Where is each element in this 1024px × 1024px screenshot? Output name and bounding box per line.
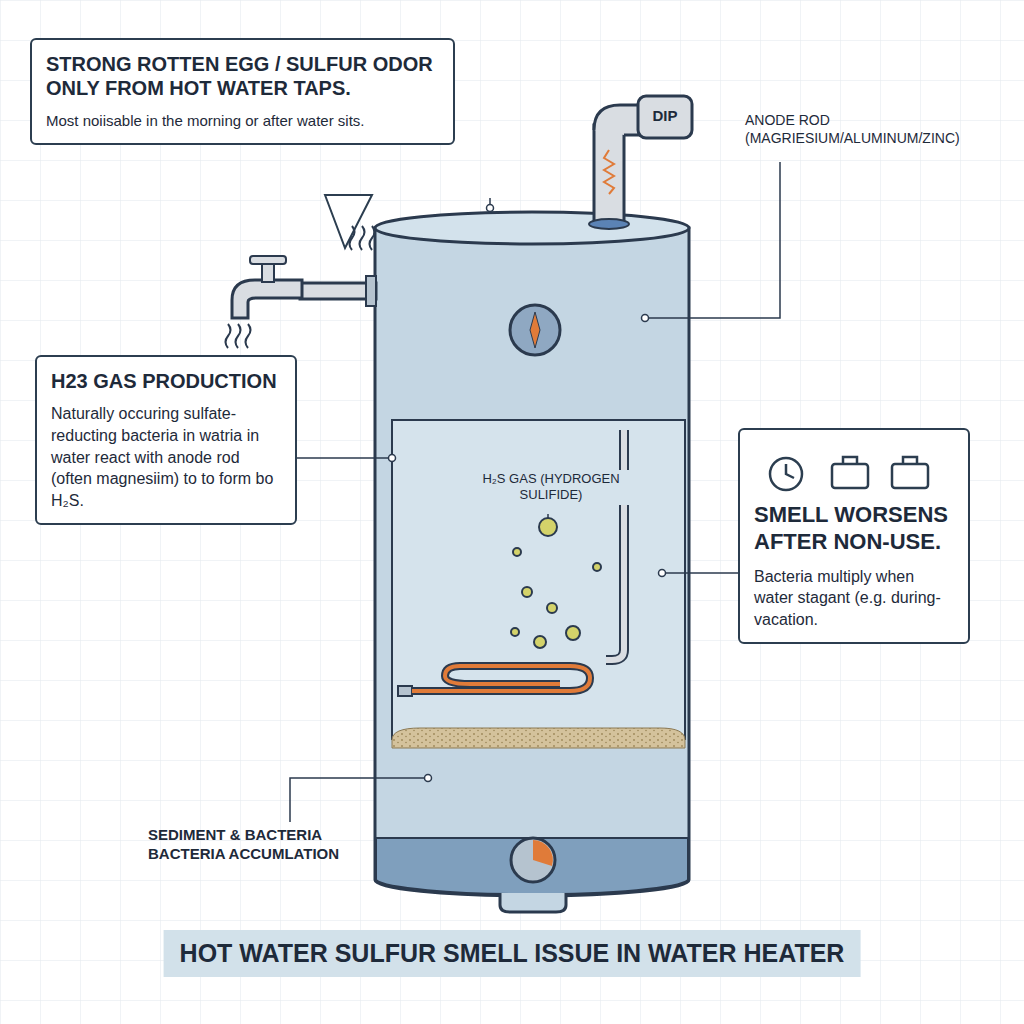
- tank-top: [375, 212, 689, 244]
- callout-box: SMELL WORSENS AFTER NON-USE. Bacteria mul…: [738, 428, 970, 644]
- pipe-elbow: [594, 105, 640, 135]
- inlet-pipe: [594, 125, 624, 223]
- steam-line: [236, 324, 241, 348]
- steam-line: [370, 226, 375, 250]
- gas-bubble: [522, 587, 532, 597]
- callout-box: H23 GAS PRODUCTION Naturally occuring sul…: [35, 355, 297, 525]
- steam-line: [226, 324, 231, 348]
- gas-bubble: [539, 518, 557, 536]
- leader-line: [547, 514, 549, 518]
- drain-valve-marker: [533, 840, 553, 866]
- part-label: ANODE ROD (MAGRIESIUM/ALUMINUM/ZINC): [745, 112, 1010, 147]
- gas-bubble: [534, 636, 546, 648]
- fitting-label: DIP: [640, 107, 690, 126]
- leader-line: [290, 778, 428, 822]
- drain-valve: [511, 838, 555, 882]
- leader-line: [297, 457, 392, 459]
- gauge-needle: [530, 312, 540, 348]
- gas-bubble: [566, 626, 580, 640]
- leader-line: [648, 162, 780, 318]
- callout-body: Naturally occuring sulfate-reducting bac…: [51, 403, 281, 511]
- leader-dot: [425, 775, 432, 782]
- gas-bubble: [593, 563, 601, 571]
- faucet-spout: [232, 280, 302, 318]
- gas-bubbles: [511, 518, 601, 648]
- callout-box: STRONG ROTTEN EGG / SULFUR ODOR ONLY FRO…: [30, 38, 455, 145]
- tank-base-band: [376, 838, 688, 894]
- thermostat-gauge: [510, 305, 560, 355]
- dip-fitting: [638, 96, 692, 138]
- gas-bubble: [513, 548, 521, 556]
- title-banner: HOT WATER SULFUR SMELL ISSUE IN WATER HE…: [164, 930, 861, 977]
- anode-rod-zigzag: [604, 150, 614, 194]
- callout-heading: H23 GAS PRODUCTION: [51, 369, 281, 393]
- dip-tube-outline: [606, 430, 624, 660]
- gas-label: H₂S GAS (HYDROGEN SULIFIDE): [450, 470, 652, 505]
- hot-water-pipe: [300, 283, 376, 299]
- heating-element-outline: [412, 666, 590, 691]
- tank-body: [375, 228, 689, 896]
- leader-dot: [389, 455, 396, 462]
- sediment-layer: [392, 728, 685, 748]
- tank-foot: [500, 893, 566, 912]
- leader-dot: [642, 315, 649, 322]
- steam-line: [350, 226, 355, 250]
- callout-body: Bacteria multiply when water stagant (e.…: [754, 566, 954, 631]
- callout-heading: SMELL WORSENS AFTER NON-USE.: [754, 502, 954, 556]
- callout-tail: [325, 195, 372, 248]
- steam-line: [246, 324, 251, 348]
- heating-element: [412, 666, 590, 691]
- steam-lines: [226, 226, 375, 348]
- pipe-flange: [366, 276, 376, 306]
- steam-line: [360, 226, 365, 250]
- faucet-handle: [250, 256, 286, 264]
- part-label: SEDIMENT & BACTERIA BACTERIA ACCUMLATION: [148, 826, 363, 864]
- tank-cutaway: [392, 420, 685, 740]
- gas-bubble: [547, 603, 557, 613]
- leader-dots: [389, 205, 666, 782]
- leader-lines: [290, 162, 780, 822]
- element-mount: [398, 686, 412, 696]
- callout-body: Most noiisable in the morning or after w…: [46, 111, 439, 131]
- gas-bubble: [511, 628, 519, 636]
- pipe-collar: [589, 219, 629, 229]
- callout-heading: STRONG ROTTEN EGG / SULFUR ODOR ONLY FRO…: [46, 52, 439, 101]
- leader-dot: [659, 570, 666, 577]
- dip-tube: [606, 430, 624, 660]
- leader-line: [662, 572, 738, 574]
- leader-dot: [487, 205, 494, 212]
